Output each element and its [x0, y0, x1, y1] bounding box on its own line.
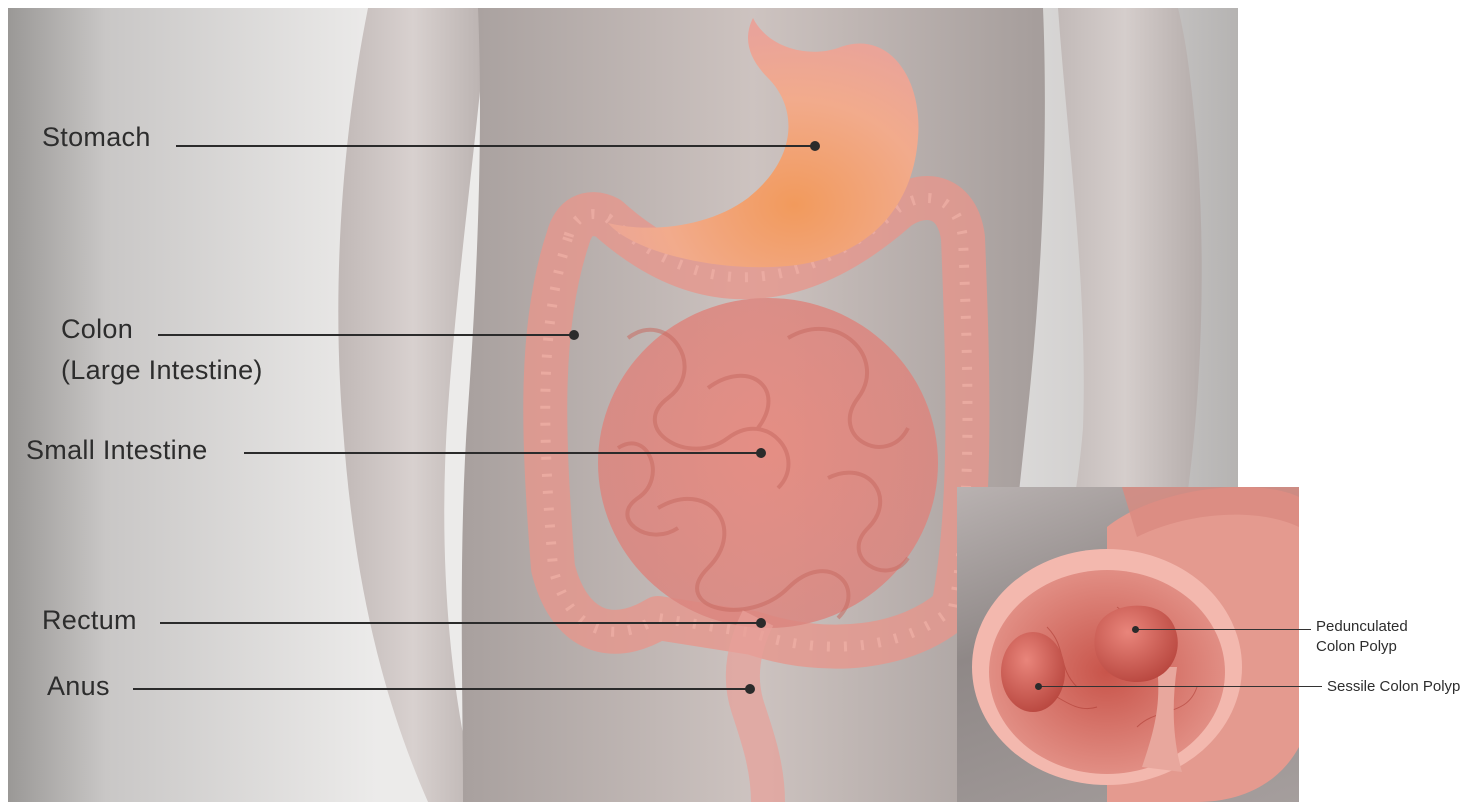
- sessile-pointer-dot: [1035, 683, 1042, 690]
- pedunculated-pointer-dot: [1132, 626, 1139, 633]
- sessile-polyp: [1001, 632, 1065, 712]
- colon-cross-section: [957, 487, 1299, 802]
- stomach-pointer-dot: [810, 141, 820, 151]
- rectum-pointer-dot: [756, 618, 766, 628]
- small-intestine-shape: [598, 298, 938, 628]
- colon-pointer-dot: [569, 330, 579, 340]
- anus-label: Anus: [47, 671, 110, 702]
- colon-leader-line: [158, 334, 574, 336]
- colon-sublabel: (Large Intestine): [61, 355, 263, 386]
- sessile-label: Sessile Colon Polyp: [1327, 677, 1460, 696]
- stomach-label: Stomach: [42, 122, 151, 153]
- anus-leader-line: [133, 688, 750, 690]
- pedunculated-sublabel: Colon Polyp: [1316, 637, 1397, 656]
- pedunculated-polyp: [1094, 606, 1177, 682]
- rectum-leader-line: [160, 622, 761, 624]
- small-intestine-leader-line: [244, 452, 761, 454]
- stomach-leader-line: [176, 145, 815, 147]
- pedunculated-label: Pedunculated: [1316, 617, 1408, 636]
- colon-label: Colon: [61, 314, 133, 345]
- sessile-leader-line: [1038, 686, 1322, 687]
- anus-pointer-dot: [745, 684, 755, 694]
- small-intestine-label: Small Intestine: [26, 435, 208, 466]
- colon-polyp-inset: [957, 487, 1299, 802]
- pedunculated-leader-line: [1135, 629, 1311, 630]
- rectum-label: Rectum: [42, 605, 137, 636]
- small-intestine-pointer-dot: [756, 448, 766, 458]
